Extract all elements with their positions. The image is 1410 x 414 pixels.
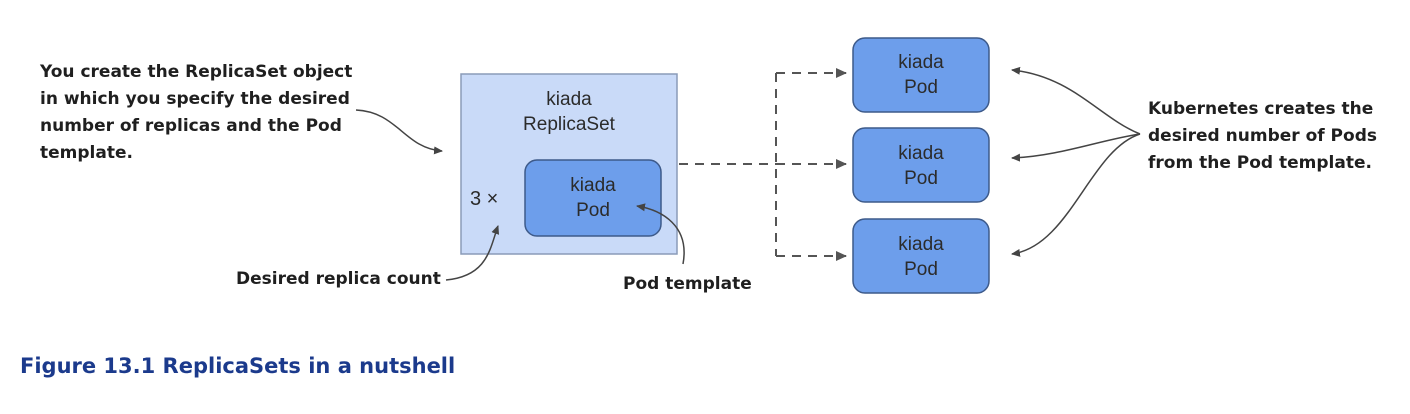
template-pod-box [524,159,662,237]
pod-box-2 [852,127,990,203]
kubernetes-arrow-3 [1011,133,1141,257]
kubernetes-arrow-2 [1011,133,1141,162]
pod-label-3: kiada Pod [853,232,989,282]
pod-kind: Pod [904,168,938,189]
template-pod-label: kiada Pod [525,173,661,223]
replicaset-label: kiada ReplicaSet [461,87,677,137]
replicaset-kind: ReplicaSet [523,114,615,135]
pod-name: kiada [898,52,944,73]
template-pod-kind: Pod [576,200,610,221]
create-arrow [355,109,443,155]
create-note: You create the ReplicaSet object in whic… [40,62,353,163]
template-pod-name: kiada [570,175,616,196]
replicaset-name: kiada [546,89,592,110]
pod-kind: Pod [904,259,938,280]
figure-caption: Figure 13.1 ReplicaSets in a nutshell [20,354,456,378]
pod-label-2: kiada Pod [853,141,989,191]
pod-box-1 [852,37,990,113]
replica-count-note: Desired replica count [236,269,441,289]
replica-count-arrow [445,225,500,281]
pod-template-arrow [636,203,685,265]
pod-name: kiada [898,234,944,255]
pod-label-1: kiada Pod [853,50,989,100]
annotation-arrows [355,66,1141,281]
pod-template-note: Pod template [623,274,752,294]
pod-box-3 [852,218,990,294]
dashed-connectors [679,68,847,261]
kubernetes-arrow-1 [1011,66,1141,135]
kubernetes-note: Kubernetes creates the desired number of… [1148,99,1377,173]
pod-name: kiada [898,143,944,164]
replica-multiplier: 3 × [470,188,499,210]
pod-kind: Pod [904,77,938,98]
